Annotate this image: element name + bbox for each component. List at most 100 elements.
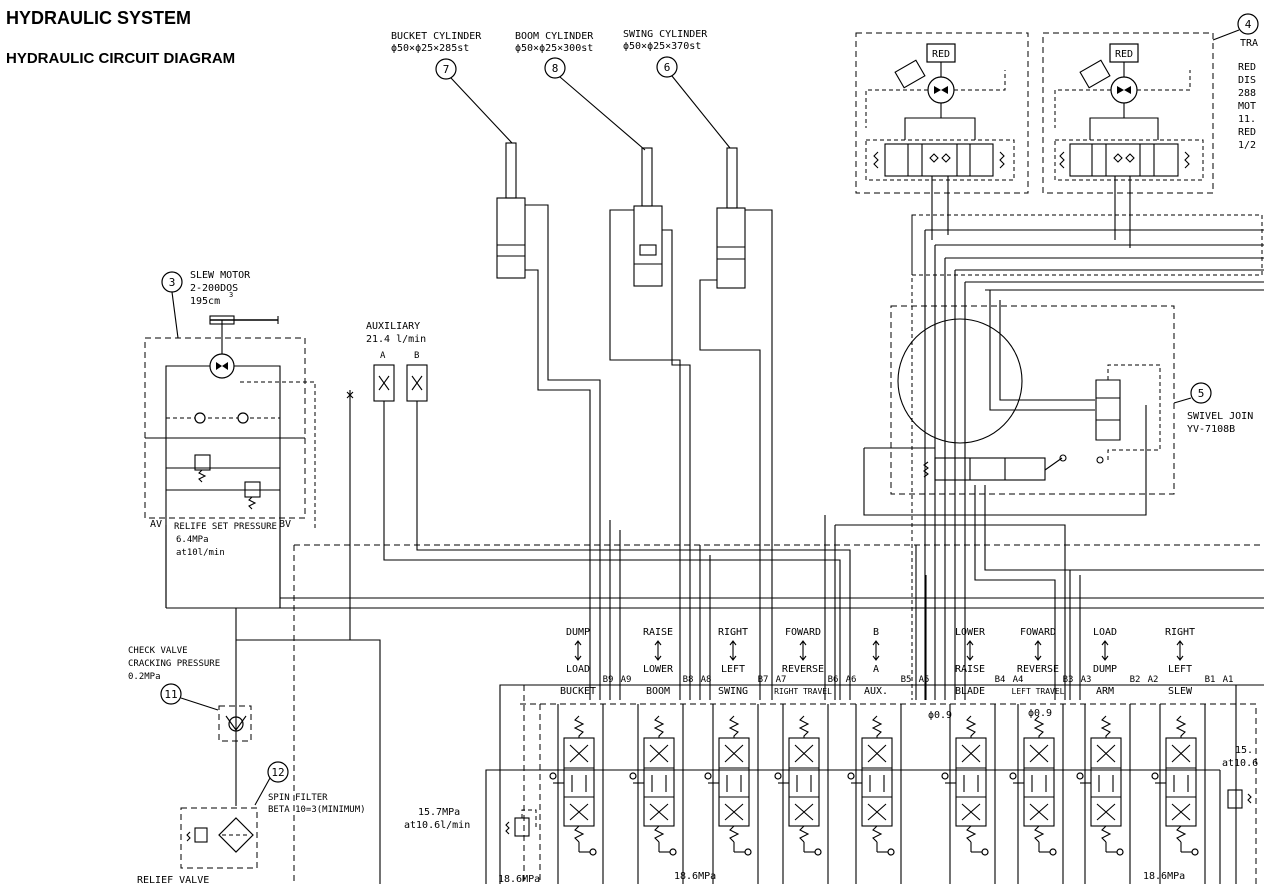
travel-motor-right: RED — [1042, 32, 1214, 248]
section-name: ARM — [1096, 686, 1114, 697]
bottom-pressure-3: 18.6MPa — [1143, 871, 1185, 882]
bottom-pressure-1: 18.6MPa — [498, 874, 540, 884]
section-port-l: A7 — [776, 675, 787, 685]
swivel-joint: 5 SWIVEL JOIN YV-7108B — [863, 214, 1264, 700]
section-name: SWING — [718, 686, 748, 697]
section-port-l: A3 — [1081, 675, 1092, 685]
relief-valve-label: RELIEF VALVE — [137, 875, 209, 884]
slew-motor-displacement: 195cm — [190, 296, 220, 307]
slew-port-av: AV — [150, 519, 162, 530]
travel-spec-6: RED — [1238, 127, 1256, 138]
bucket-cylinder — [496, 142, 601, 700]
spool-blade — [941, 704, 996, 884]
section-direction-arrow — [872, 640, 880, 661]
section-top-label: RAISE — [643, 627, 673, 638]
pump-pressure-flow: at10.6l/min — [404, 820, 470, 831]
red-label-right: RED — [1115, 49, 1133, 60]
pump-pressure-label: 15.7MPa — [418, 807, 460, 818]
swing-cylinder — [699, 147, 773, 700]
section-name: SLEW — [1168, 686, 1193, 697]
section-direction-arrow — [1101, 640, 1109, 661]
section-top-label: FOWARD — [785, 627, 821, 638]
travel-spec-2: DIS — [1238, 75, 1256, 86]
section-top-label: B — [873, 627, 879, 638]
spool-arm — [1076, 704, 1131, 884]
section-port-l: A6 — [846, 675, 857, 685]
swing-cylinder-label: SWING CYLINDER — [623, 29, 708, 40]
pump-relief: 15.7MPa at10.6l/min 18.6MPa 18.6MPa 18.6… — [404, 745, 1258, 884]
slew-motor: AV BV RELIFE SET PRESSURE 6.4MPa at10l/m… — [144, 315, 316, 608]
aux-port-a: A — [380, 351, 386, 361]
bucket-cylinder-spec: ϕ50×ϕ25×285st — [391, 43, 469, 54]
swivel-joint-label: SWIVEL JOIN — [1187, 411, 1253, 422]
main-piping — [165, 485, 1264, 884]
page-title: HYDRAULIC SYSTEM — [6, 8, 192, 28]
slew-motor-displacement-sup: 3 — [229, 291, 233, 299]
relief-set-pressure-flow: at10l/min — [176, 548, 225, 558]
orifice-labels: ϕ0.9 ϕ0.9 — [928, 708, 1052, 721]
swing-cylinder-spec: ϕ50×ϕ25×370st — [623, 41, 701, 52]
spool-aux — [847, 704, 902, 884]
callout-8: 8 — [544, 57, 646, 151]
valve-section-spools — [549, 704, 1206, 884]
section-bottom-label: LEFT — [721, 664, 745, 675]
section-top-label: FOWARD — [1020, 627, 1056, 638]
section-top-label: DUMP — [566, 627, 590, 638]
callout-7-text: 7 — [443, 63, 450, 76]
slew-check-valve-a — [194, 412, 206, 424]
section-direction-arrow — [654, 640, 662, 661]
section-name: RIGHT TRAVEL — [774, 687, 832, 696]
section-name: BLADE — [955, 686, 985, 697]
section-name: BOOM — [646, 686, 670, 697]
section-port-r: B7 — [758, 675, 769, 685]
section-top-label: LOAD — [1093, 627, 1117, 638]
section-name: BUCKET — [560, 686, 596, 697]
section-port-l: A9 — [621, 675, 632, 685]
check-valve-label: CHECK VALVE — [128, 646, 188, 656]
spin-filter-12: 12 SPIN FILTER BETA 10=3(MINIMUM) RELIEF… — [137, 761, 366, 884]
section-port-r: B6 — [828, 675, 839, 685]
callout-12-text: 12 — [271, 766, 284, 779]
bucket-cylinder-label: BUCKET CYLINDER — [391, 31, 482, 42]
orifice-label-blade: ϕ0.9 — [928, 710, 952, 721]
slew-check-valve-b — [237, 412, 249, 424]
section-top-label: LOWER — [955, 627, 986, 638]
boom-cylinder — [609, 147, 691, 700]
cylinder-labels: BUCKET CYLINDER ϕ50×ϕ25×285st BOOM CYLIN… — [391, 29, 708, 54]
section-direction-arrow — [729, 640, 737, 661]
section-port-l: A1 — [1223, 675, 1234, 685]
spool-boom — [629, 704, 684, 884]
travel-spec-4: MOT — [1238, 101, 1256, 112]
travel-motor-label: 4 TRA RED DIS 288 MOT 11. RED 1/2 — [1212, 13, 1259, 151]
travel-spec-5: 11. — [1238, 114, 1256, 125]
check-valve-11: CHECK VALVE CRACKING PRESSURE 0.2MPa 11 — [128, 646, 252, 806]
spool-slew — [1151, 704, 1206, 884]
orifice-label-left-travel: ϕ0.9 — [1028, 708, 1052, 719]
section-direction-arrow — [799, 640, 807, 661]
spin-filter-beta: BETA 10=3(MINIMUM) — [268, 805, 366, 815]
right-pressure-flow: at10.6 — [1222, 758, 1258, 769]
slew-motor-title: SLEW MOTOR — [190, 270, 251, 281]
section-bottom-label: REVERSE — [782, 664, 824, 675]
section-bottom-label: REVERSE — [1017, 664, 1059, 675]
section-port-l: A4 — [1013, 675, 1024, 685]
section-bottom-label: LEFT — [1168, 664, 1192, 675]
section-port-l: A5 — [919, 675, 930, 685]
section-port-r: B9 — [603, 675, 614, 685]
travel-motor-left: RED — [855, 32, 1029, 240]
callout-4-text: 4 — [1245, 18, 1252, 31]
section-port-r: B1 — [1205, 675, 1216, 685]
travel-spec-1: RED — [1238, 62, 1256, 73]
auxiliary-ports: AUXILIARY 21.4 l/min A B — [346, 321, 851, 700]
section-direction-arrow — [1034, 640, 1042, 661]
boom-cylinder-label: BOOM CYLINDER — [515, 31, 594, 42]
spool-left-travel — [1009, 704, 1064, 884]
